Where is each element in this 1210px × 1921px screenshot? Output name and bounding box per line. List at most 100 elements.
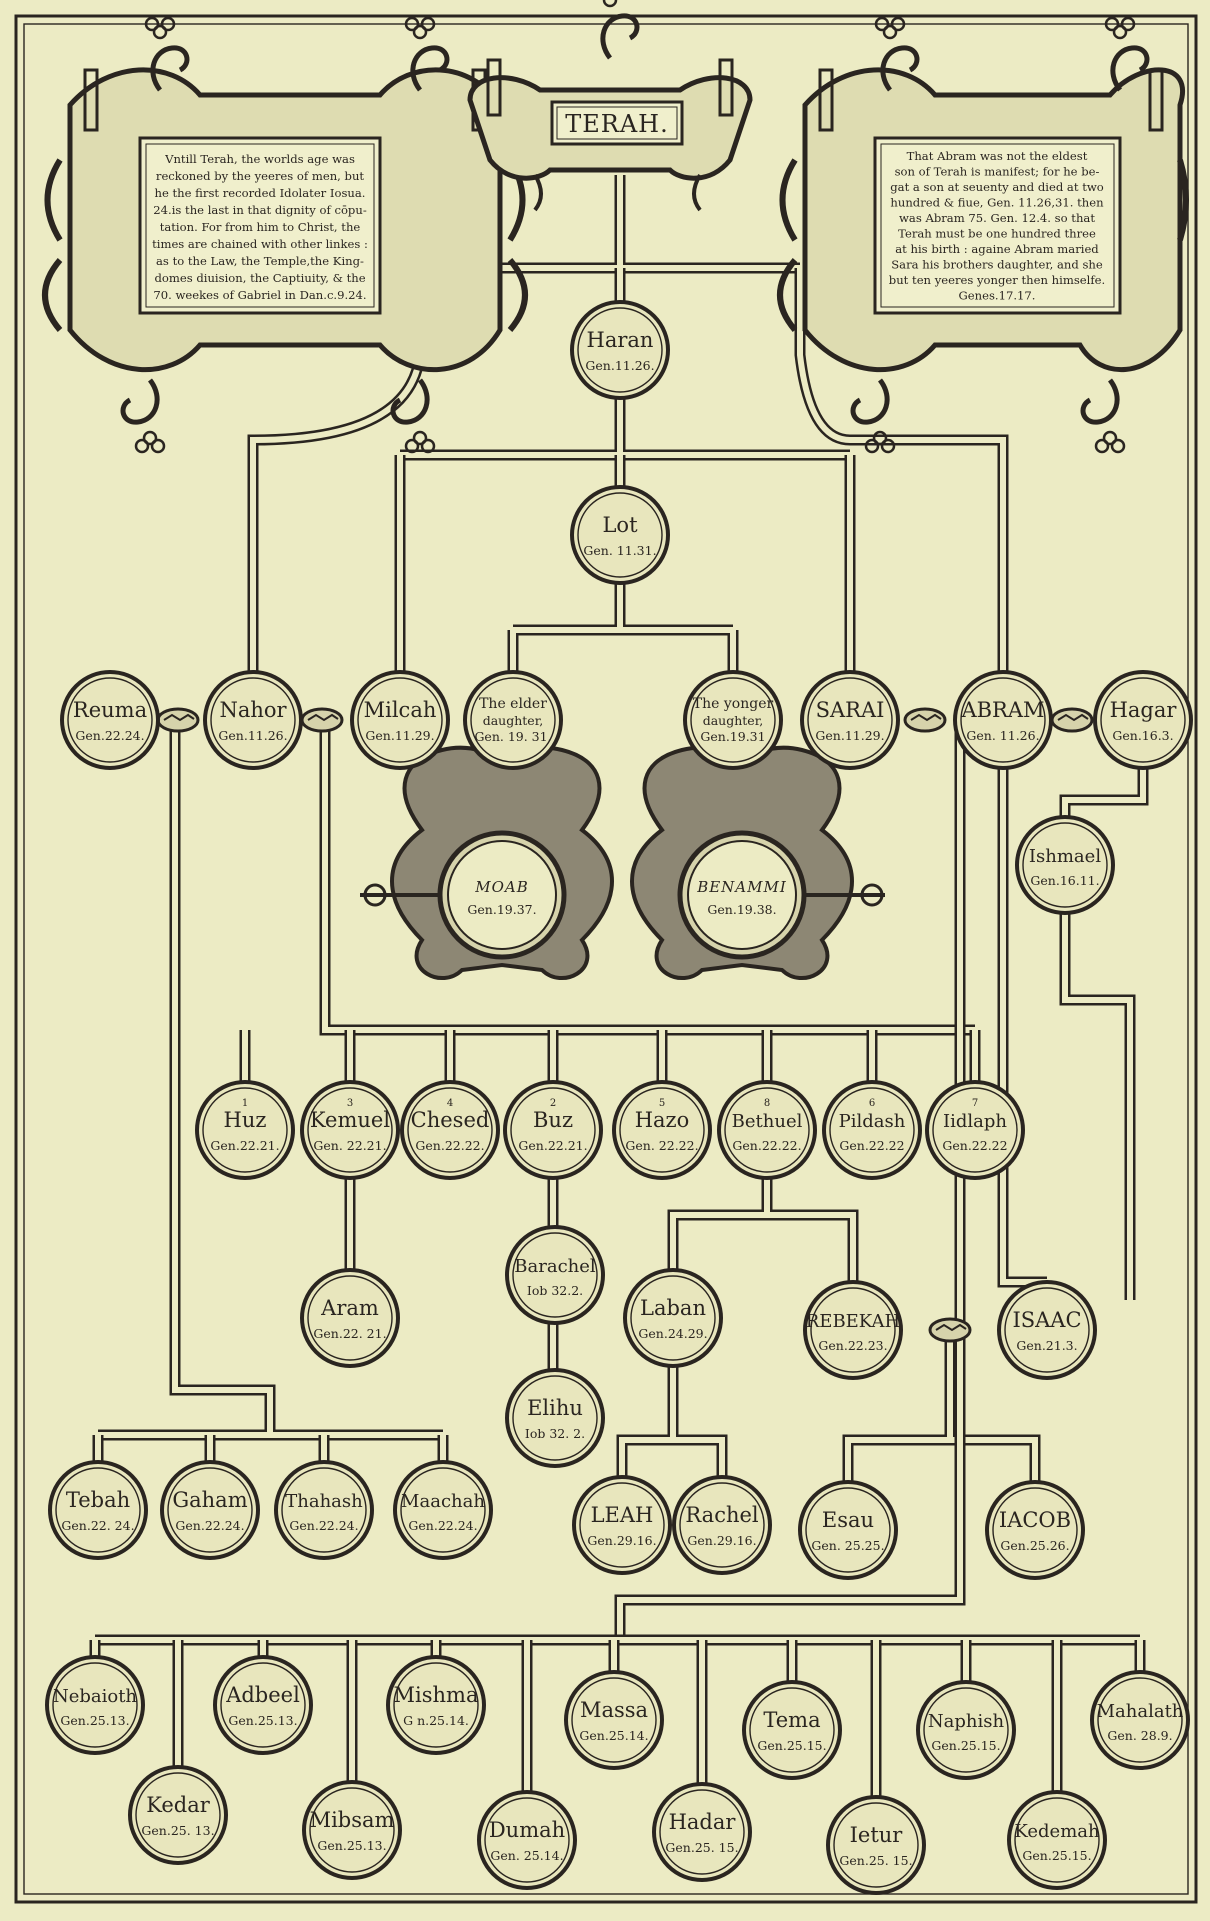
node-name: REBEKAH (806, 1311, 900, 1332)
person-node-mishma: Mishma G n.25.14. (386, 1655, 486, 1755)
node-name: Maachah (401, 1491, 485, 1512)
node-inner-ring (307, 1275, 393, 1361)
node-name-line2: daughter, (703, 713, 764, 728)
node-ring (570, 300, 670, 400)
node-ring (997, 1280, 1097, 1380)
laban-children-inner (619, 1366, 725, 1477)
node-inner-ring (1004, 1287, 1090, 1373)
node-name: Milcah (364, 698, 437, 722)
node-number: 6 (869, 1098, 875, 1109)
node-reference: Gen.11.26. (585, 358, 654, 373)
note-line: Genes.17.17. (959, 289, 1036, 303)
node-name: The yonger (693, 696, 774, 712)
node-number: 7 (972, 1098, 978, 1109)
node-ring (45, 1655, 145, 1755)
node-name: Kedemah (1014, 1821, 1100, 1842)
node-reference: Gen.16.11. (1030, 873, 1099, 888)
abram-to-isaac-right-inner (1000, 768, 1047, 1285)
node-name: The elder (479, 696, 547, 712)
node-ring (213, 1655, 313, 1755)
node-inner-ring (1097, 1677, 1183, 1763)
node-ring (652, 1782, 752, 1882)
node-reference: Gen.25.14. (579, 1728, 648, 1743)
node-reference: Gen.22.23. (818, 1338, 887, 1353)
benammi-medallion: BENAMMI Gen.19.38. (630, 745, 885, 981)
node-reference: Gen.22.21. (210, 1138, 279, 1153)
node-name-line2: daughter, (483, 713, 544, 728)
node-ring (822, 1080, 922, 1180)
node-ring (505, 1368, 605, 1468)
node-name: Hadar (669, 1810, 737, 1834)
node-inner-ring (512, 1375, 598, 1461)
node-name: Mishma (394, 1683, 479, 1707)
node-name: ABRAM (960, 698, 1044, 722)
node-ring (1093, 670, 1193, 770)
node-ring (717, 1080, 817, 1180)
node-ring (386, 1655, 486, 1755)
note-line: times are chained with other linkes : (152, 237, 368, 251)
node-number: 8 (764, 1098, 770, 1109)
node-name: Reuma (73, 698, 147, 722)
node-reference: Gen.25.15. (931, 1738, 1000, 1753)
node-reference: Gen.22.21. (518, 1138, 587, 1153)
note-line: at his birth : againe Abram maried (895, 242, 1099, 256)
node-reference: Gen.11.29. (815, 728, 884, 743)
terah-to-abram-inner (797, 268, 1006, 672)
node-reference: Iob 32.2. (527, 1283, 583, 1298)
node-reference: Gen.22. 24. (61, 1518, 134, 1533)
node-reference: Gen.22.22. (415, 1138, 484, 1153)
ishmael-down-inner (1062, 913, 1133, 1300)
node-reference: Gen.25. 15. (839, 1853, 912, 1868)
milcah-line-inner (322, 720, 975, 1033)
node-ring (570, 485, 670, 585)
node-ring (800, 670, 900, 770)
note-line: he the first recorded Idolater Iosua. (155, 186, 366, 200)
node-name: Elihu (527, 1396, 583, 1420)
node-inner-ring (619, 1087, 705, 1173)
node-ring (683, 670, 783, 770)
node-ring (48, 1460, 148, 1560)
node-reference: G n.25.14. (403, 1713, 469, 1728)
node-reference: Gen.22.22 (839, 1138, 904, 1153)
node-ring (477, 1790, 577, 1890)
node-inner-ring (220, 1662, 306, 1748)
note-line: Vntill Terah, the worlds age was (164, 152, 355, 166)
node-reference: Gen.22.24. (408, 1518, 477, 1533)
node-name: Kemuel (310, 1108, 390, 1132)
node-name: Iidlaph (943, 1111, 1007, 1132)
node-reference: Gen.22.24. (289, 1518, 358, 1533)
node-inner-ring (749, 1687, 835, 1773)
title-cartouche: TERAH. (467, 0, 753, 212)
note-line: as to the Law, the Temple,the King- (156, 254, 364, 268)
handclasp-icon (928, 1317, 972, 1343)
node-reference: Gen. 25.14. (490, 1848, 563, 1863)
node-reference: Iob 32. 2. (525, 1426, 585, 1441)
note-line: Terah must be one hundred three (898, 227, 1096, 241)
node-name: Hagar (1110, 698, 1178, 722)
node-inner-ring (210, 677, 296, 763)
node-inner-ring (829, 1087, 915, 1173)
node-ring (985, 1480, 1085, 1580)
hagar-to-ishmael-inner (1062, 768, 1146, 817)
node-inner-ring (992, 1487, 1078, 1573)
note-line: son of Terah is manifest; for he be- (895, 165, 1100, 179)
